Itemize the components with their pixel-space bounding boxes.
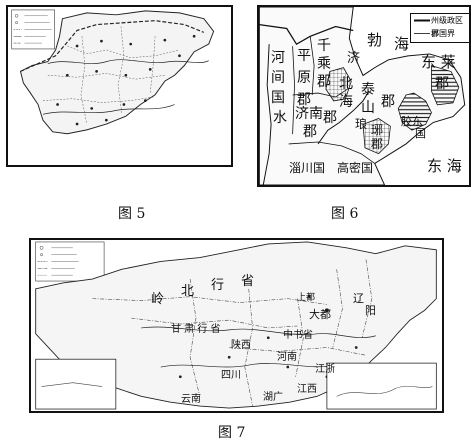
map-7-label-xing: 行 [211, 278, 225, 293]
map-6-grid-region-1 [362, 118, 391, 155]
map-6-label-jiaodong: 胶东 [401, 115, 423, 128]
caption-figure-5: 图 5 [118, 206, 146, 222]
map-6-label-gaomi: 高密国 [337, 161, 374, 175]
map-6-grid-region-2 [325, 67, 352, 102]
map-7-label-ling: 岭 [151, 292, 165, 307]
map-7-drawing [35, 241, 437, 410]
map-6-sea [349, 8, 469, 185]
map-7-label-yunnan: 云南 [181, 394, 201, 405]
map-6-label-hai-beihai: 海 [339, 94, 353, 110]
map-7-label-gansu: 甘 肃 行 省 [171, 324, 221, 335]
map-6-land [259, 7, 466, 185]
map-6-label-ping: 平 [297, 48, 311, 64]
map-6-legend: 州级政区界 郡国界 [410, 13, 469, 43]
map-6-label-guo-jiaodong: 国 [415, 127, 426, 140]
map-6-label-cheng: 乘 [317, 56, 331, 72]
map-6-label-qian: 千 [317, 38, 331, 54]
map-6-boundary-a [292, 46, 295, 135]
map-6-label-tai: 泰 [361, 82, 375, 98]
map-6-label-guo: 国 [271, 90, 285, 106]
map-6-label-ya: 琊 [371, 123, 384, 137]
map-6-legend-row-province: 州级政区界 [411, 14, 469, 38]
caption-figure-7: 图 7 [218, 425, 246, 441]
map-7-label-dadu: 大都 [309, 308, 331, 321]
map-6-hatched-region [397, 92, 432, 131]
map-6-label-jun-jinan: 郡 [303, 124, 317, 140]
map-7-label-henan: 河南 [277, 352, 297, 363]
map-6-label-shui: 水 [273, 110, 287, 126]
map-6-label-shan: 山 [361, 100, 375, 116]
map-5-prefecture-borders [42, 26, 180, 125]
map-5-great-wall [20, 20, 205, 72]
map-6-boundary-b [309, 36, 315, 96]
map-figure-5 [6, 5, 233, 167]
map-6-legend-text-province: 州级政区界 [431, 16, 463, 38]
map-7-inset-left [35, 358, 117, 410]
map-7-label-shaanxi: 陕西 [231, 340, 251, 351]
map-7-inset-left-line [41, 382, 103, 387]
map-7-label-shangdu: 上都 [297, 293, 316, 303]
map-6-river [317, 90, 370, 145]
map-6-label-hai: 海 [394, 35, 410, 53]
map-6-label-he: 河 [271, 50, 285, 66]
map-6-legend-line-commandery [414, 33, 430, 34]
map-5-drawing [11, 9, 215, 135]
map-6-label-langya: 琅 [355, 117, 368, 131]
map-6-boundary-d [288, 141, 375, 164]
map-figure-7: 岭 北 行 省 大都 上都 辽 阳 甘 肃 行 省 陕西 河南 四川 云南 湖广… [29, 238, 444, 413]
map-6-label-yuan: 原 [297, 70, 311, 86]
map-5-rivers [42, 59, 209, 115]
map-6-drawing [259, 7, 469, 185]
map-6-label-jian: 间 [271, 70, 285, 86]
map-7-label-jiangxi: 江西 [297, 384, 317, 395]
caption-figure-6: 图 6 [331, 206, 359, 222]
map-5-cities [56, 34, 196, 126]
map-7-label-sichuan: 四川 [221, 370, 241, 381]
map-7-inset-right [326, 362, 437, 410]
map-7-label-jiangzhe: 江浙 [315, 364, 335, 375]
map-6-label-zichuan: 淄川国 [289, 161, 326, 175]
map-6-legend-text-commandery: 郡国界 [431, 29, 455, 38]
map-6-label-jun-donglai: 郡 [435, 76, 449, 92]
map-6-label-jun-pingyuan: 郡 [297, 92, 311, 108]
map-7-label-sheng: 省 [241, 274, 255, 289]
map-5-territory [19, 10, 215, 135]
map-6-label-jinan: 济南 [295, 106, 323, 122]
map-6-label-bohai: 勃 [367, 31, 383, 49]
map-7-label-liao: 辽 [353, 292, 364, 305]
map-6-legend-line-province [414, 19, 430, 22]
map-7-inset-right-line [336, 386, 433, 397]
map-6-label-jun-beihai: 郡 [323, 110, 337, 126]
map-7-label-yang: 阳 [365, 304, 376, 317]
map-7-label-bei: 北 [181, 284, 195, 299]
map-6-label-donghai: 东 海 [427, 157, 462, 175]
map-6-legend-row-commandery: 郡国界 [411, 27, 469, 40]
map-6-label-jun-taishan: 郡 [381, 94, 395, 110]
map-6-label-jun-langya: 郡 [371, 137, 384, 151]
map-6-label-ji: 济 [347, 51, 361, 66]
map-figure-6: 州级政区界 郡国界 勃 海 东 莱 郡 东 海 河 间 国 平 原 郡 千 乘 … [257, 5, 471, 187]
map-6-label-jun-qiancheng: 郡 [317, 74, 331, 90]
map-7-label-zhongshu: 中书省 [283, 330, 313, 341]
map-6-label-donglai: 东 莱 [421, 53, 456, 71]
map-6-west-boundary [262, 44, 272, 185]
map-6-label-bei: 北 [339, 76, 353, 92]
map-6-hatched-region-2 [431, 65, 460, 106]
map-6-province-boundary-north [259, 23, 354, 46]
map-7-label-huguang: 湖广 [263, 392, 283, 403]
